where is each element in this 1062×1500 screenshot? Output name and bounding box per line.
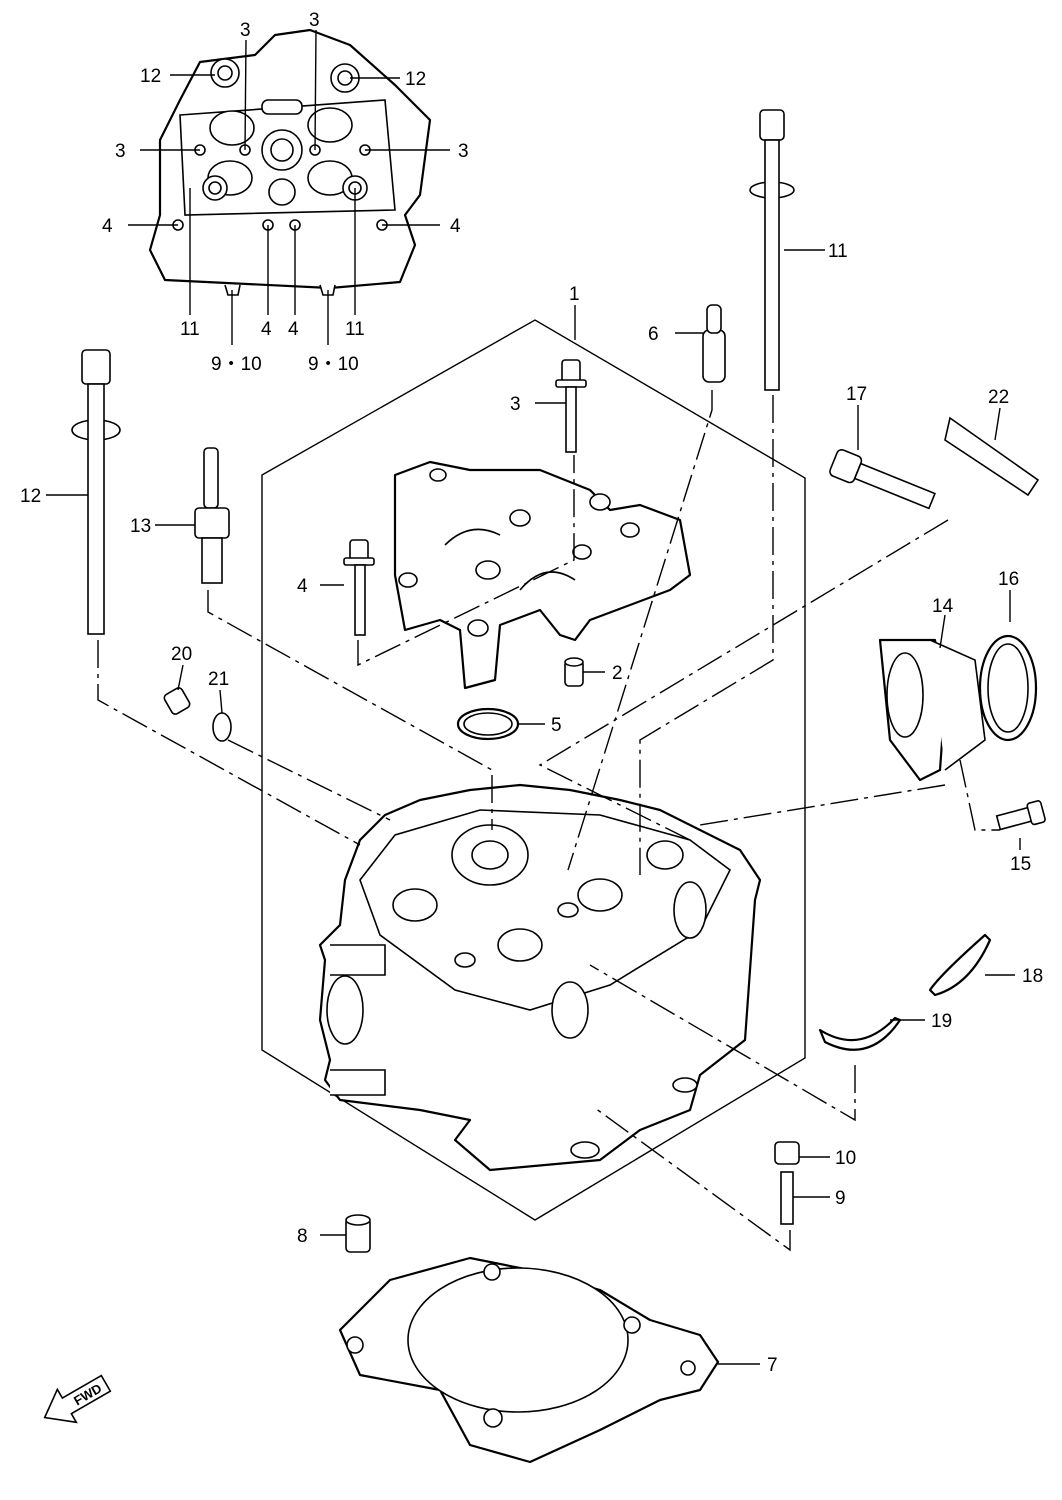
label-11: 11 bbox=[828, 241, 848, 262]
label-22: 22 bbox=[988, 387, 1009, 408]
bolt-15 bbox=[995, 800, 1046, 831]
fwd-arrow-icon: FWD bbox=[43, 1374, 112, 1424]
washer-21 bbox=[212, 712, 232, 742]
clip-19 bbox=[818, 1016, 902, 1051]
label-20: 20 bbox=[171, 644, 192, 665]
label-3: 3 bbox=[510, 394, 521, 415]
intake-pipe-14 bbox=[878, 638, 986, 782]
label-7: 7 bbox=[767, 1355, 778, 1376]
label-3: 3 bbox=[309, 10, 320, 31]
label-2: 2 bbox=[612, 663, 623, 684]
label-21: 21 bbox=[208, 669, 229, 690]
label-11: 11 bbox=[345, 319, 365, 340]
label-12: 12 bbox=[20, 486, 41, 507]
stud-bolt-11 bbox=[749, 109, 795, 391]
leader-lines bbox=[46, 29, 1021, 1365]
part-6 bbox=[702, 329, 726, 383]
spark-plug-13 bbox=[194, 447, 230, 584]
label-3: 3 bbox=[115, 141, 126, 162]
bolt-3 bbox=[555, 359, 587, 453]
label-9-10: 9・10 bbox=[308, 354, 359, 375]
label-3: 3 bbox=[240, 20, 251, 41]
bolt-4 bbox=[343, 539, 375, 636]
label-6: 6 bbox=[648, 324, 659, 345]
label-12: 12 bbox=[140, 66, 161, 87]
label-14: 14 bbox=[932, 596, 954, 617]
label-19: 19 bbox=[931, 1011, 952, 1032]
bolt-20 bbox=[163, 687, 191, 715]
cylinder-head-assembly bbox=[261, 319, 806, 1221]
label-13: 13 bbox=[130, 516, 151, 537]
label-4: 4 bbox=[288, 319, 299, 340]
label-15: 15 bbox=[1010, 854, 1031, 875]
label-8: 8 bbox=[297, 1226, 308, 1247]
label-9: 9 bbox=[835, 1188, 846, 1209]
label-10: 10 bbox=[835, 1148, 856, 1169]
label-1: 1 bbox=[569, 284, 580, 305]
label-16: 16 bbox=[998, 569, 1019, 590]
label-4: 4 bbox=[102, 216, 113, 237]
label-18: 18 bbox=[1022, 966, 1043, 987]
bolt-17 bbox=[829, 448, 936, 510]
label-9-10: 9・10 bbox=[211, 354, 262, 375]
callout-labels: 12 12 3 3 3 3 4 4 11 4 4 11 9・10 9・10 1 … bbox=[20, 10, 1043, 1376]
label-17: 17 bbox=[846, 384, 867, 405]
bracket-22 bbox=[944, 416, 1040, 497]
label-3: 3 bbox=[458, 141, 469, 162]
stud-bolt-12 bbox=[71, 349, 121, 635]
label-4: 4 bbox=[261, 319, 272, 340]
stud-9 bbox=[780, 1171, 794, 1225]
head-top-view bbox=[148, 28, 432, 296]
head-gasket-7 bbox=[338, 1256, 720, 1464]
label-5: 5 bbox=[551, 715, 562, 736]
clip-18 bbox=[928, 933, 992, 997]
label-4: 4 bbox=[297, 576, 308, 597]
label-4: 4 bbox=[450, 216, 461, 237]
label-12: 12 bbox=[405, 69, 426, 90]
label-11: 11 bbox=[180, 319, 200, 340]
nut-10 bbox=[774, 1141, 800, 1165]
